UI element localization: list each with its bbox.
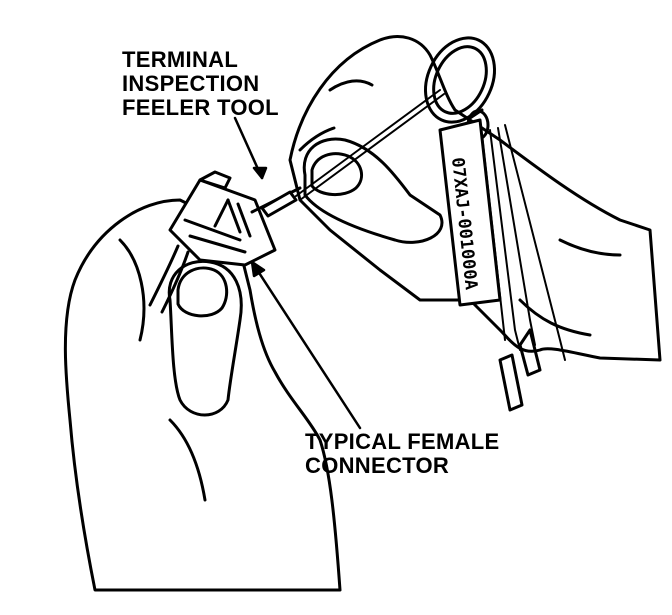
callout-feeler-tool-line3: FEELER TOOL [122,95,279,120]
left-thumbnail [176,266,229,318]
arrowhead-connector [250,260,266,278]
callout-feeler-tool-line1: TERMINAL [122,47,239,72]
callout-feeler-tool-line2: INSPECTION [122,71,260,96]
callout-feeler-tool: TERMINAL INSPECTION FEELER TOOL [122,48,279,120]
feeler-tool-probe [250,89,445,218]
leader-lines [233,116,362,430]
arrowhead-tool [252,166,268,180]
callout-female-connector: TYPICAL FEMALE CONNECTOR [305,430,499,478]
spare-probes [481,124,566,412]
female-connector [148,170,277,314]
callout-female-connector-line1: TYPICAL FEMALE [305,429,500,454]
callout-female-connector-line2: CONNECTOR [305,453,450,478]
